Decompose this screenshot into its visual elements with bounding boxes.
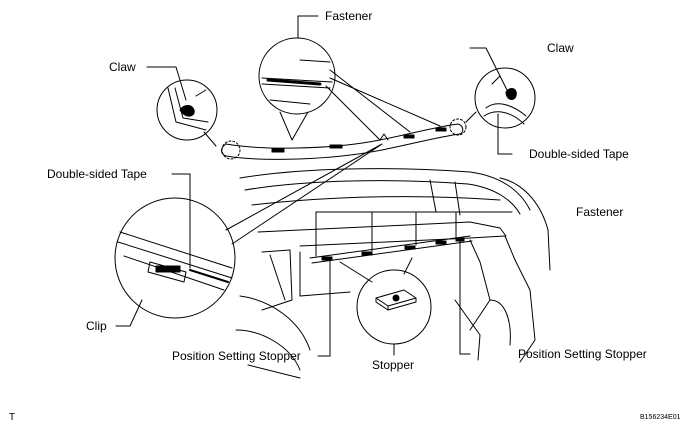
figure-code: B156234E01	[640, 414, 681, 421]
claw-left-marker	[221, 140, 241, 160]
label-fastener-top: Fastener	[325, 9, 373, 23]
leader-fastener-c	[325, 85, 381, 141]
label-double-sided-tape-left: Double-sided Tape	[47, 167, 147, 181]
leader-clip	[115, 299, 143, 327]
stopper-magnifier	[339, 257, 432, 345]
vehicle-body-outline	[235, 168, 551, 379]
label-clip: Clip	[86, 319, 107, 333]
claw-left-magnifier	[156, 79, 218, 147]
label-double-sided-tape-right: Double-sided Tape	[529, 147, 629, 161]
label-stopper: Stopper	[372, 358, 415, 372]
label-claw-left: Claw	[109, 60, 136, 74]
leader-claw-right	[469, 47, 509, 93]
leader-fastener-b	[329, 77, 441, 127]
label-position-setting-stopper-right: Position Setting Stopper	[518, 347, 647, 361]
leader-fastener-a	[329, 69, 411, 133]
trim-strip-exploded	[221, 123, 464, 160]
label-claw-right: Claw	[547, 41, 574, 55]
claw-right-magnifier	[465, 67, 536, 129]
leader-tape-right	[497, 113, 513, 155]
trim-strip-installed	[309, 235, 473, 264]
fastener-detail-magnifier	[258, 37, 336, 141]
clip-magnifier	[114, 143, 383, 319]
leader-tape-left	[171, 173, 191, 269]
corner-mark: T	[9, 412, 16, 423]
claw-right-marker	[449, 118, 467, 136]
leader-pss-right	[459, 239, 471, 355]
label-fastener-right: Fastener	[576, 205, 624, 219]
leader-pss-left	[317, 259, 331, 357]
leader-claw-left	[146, 66, 187, 101]
label-position-setting-stopper-left: Position Setting Stopper	[172, 349, 301, 363]
